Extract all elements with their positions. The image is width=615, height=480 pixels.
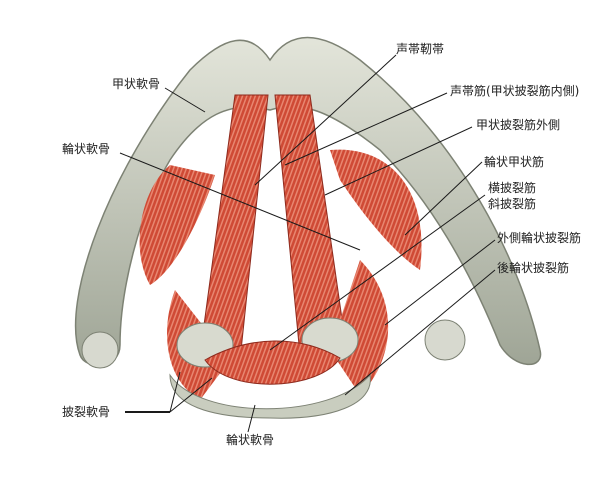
label-oblique-arytenoid: 斜披裂筋 — [488, 197, 537, 211]
transverse-arytenoid — [204, 340, 341, 385]
thyroid-cartilage — [74, 36, 542, 366]
label-thyroarytenoid-lateral: 甲状披裂筋外側 — [476, 118, 561, 132]
label-vocal-ligament: 声帯靭帯 — [396, 42, 445, 56]
label-lateral-cricoarytenoid: 外側輪状披裂筋 — [497, 231, 582, 245]
vocal-muscle-left — [199, 94, 269, 361]
label-thyroid-cartilage: 甲状軟骨 — [112, 77, 161, 91]
label-cricothyroid: 輪状甲状筋 — [484, 155, 545, 169]
cricothyroid-left — [139, 165, 215, 285]
label-cricoid-left: 輪状軟骨 — [62, 142, 111, 156]
label-arytenoid-cartilage: 披裂軟骨 — [62, 405, 111, 419]
label-transverse-arytenoid: 横披裂筋 — [488, 181, 537, 195]
label-posterior-cricoarytenoid: 後輪状披裂筋 — [497, 261, 570, 275]
cricothyroid-right — [330, 149, 422, 270]
label-cricoid-bottom: 輪状軟骨 — [226, 433, 275, 447]
label-vocalis: 声帯筋(甲状披裂筋内側) — [450, 84, 580, 98]
leader-lines — [119, 54, 496, 433]
cricoid-cartilage — [169, 373, 371, 419]
